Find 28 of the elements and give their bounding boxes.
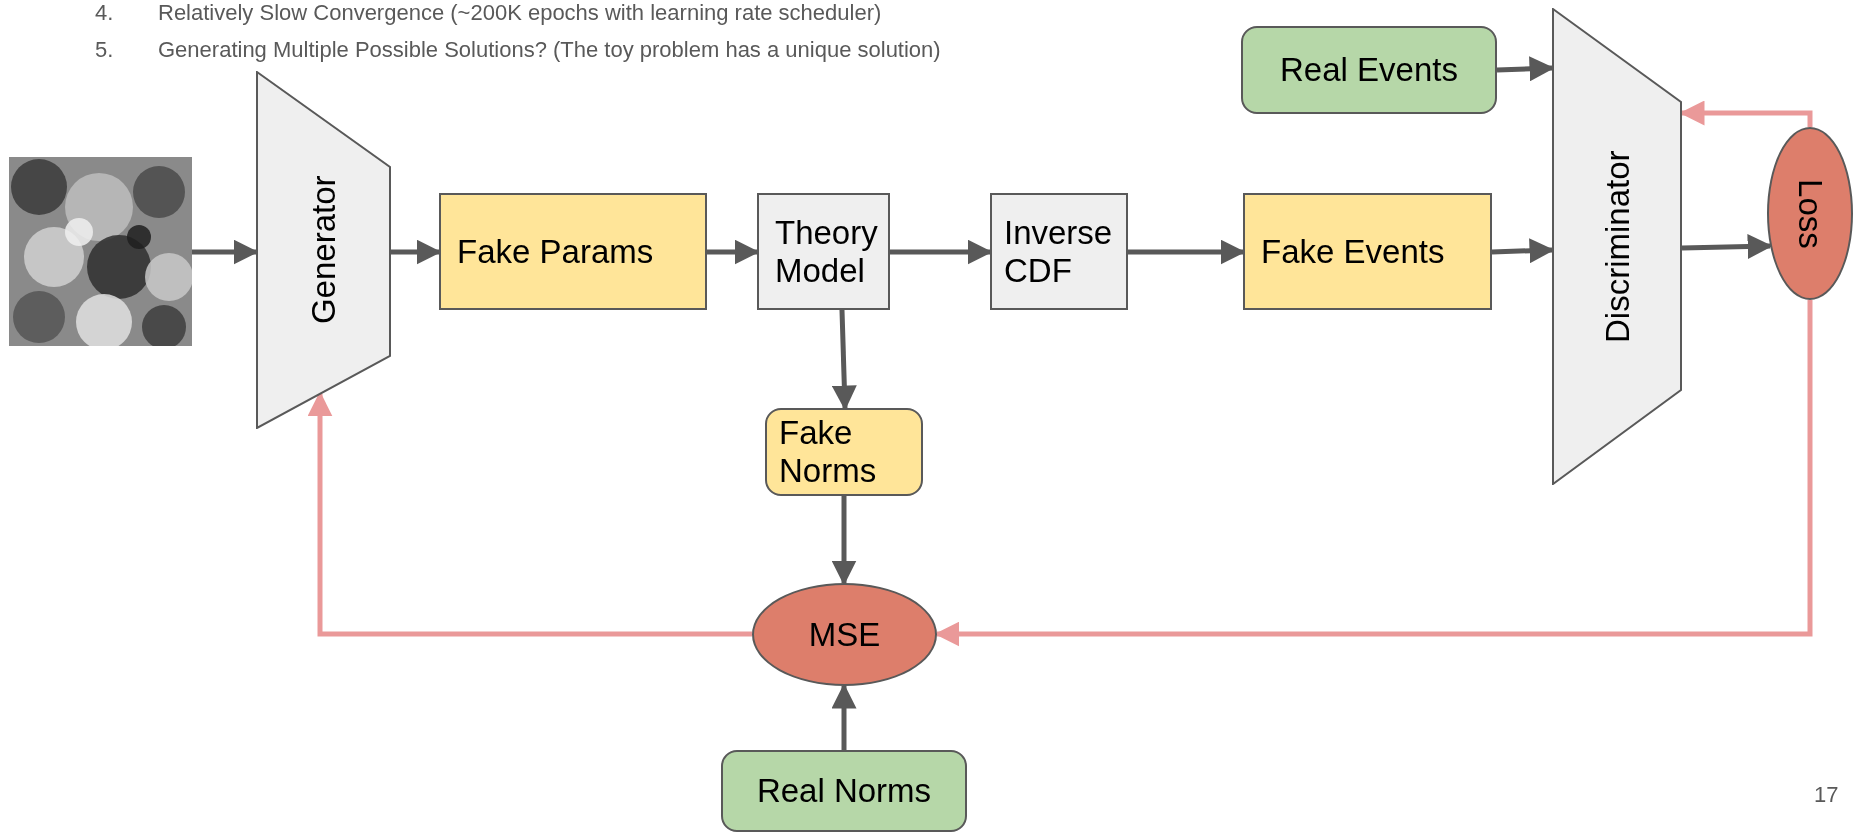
list-number: 4. (95, 0, 115, 26)
list-number: 5. (95, 37, 115, 63)
node-label: Fake Events (1261, 232, 1445, 271)
node-label: Real Events (1280, 51, 1458, 89)
note-text: Generating Multiple Possible Solutions? (The toy problem has a unique solution) (158, 37, 941, 63)
node-label: Theory Model (775, 213, 878, 290)
process-box (990, 193, 1128, 310)
page-number: 17 (1814, 781, 1839, 809)
arrow (307, 391, 752, 637)
node-label: Loss (1791, 178, 1829, 249)
node-label: Inverse CDF (1004, 213, 1114, 290)
rounded-box (765, 408, 923, 496)
block-label: Discriminator (1597, 150, 1637, 343)
node-label: Fake Norms (779, 414, 878, 490)
process-box (439, 193, 707, 310)
rounded-box (721, 750, 967, 832)
arrow (831, 683, 857, 750)
process-box (757, 193, 890, 310)
arrow (831, 309, 857, 411)
node-label: Fake Params (457, 232, 654, 271)
note-text: Relatively Slow Convergence (~200K epochs with learning rate scheduler) (158, 0, 882, 26)
rounded-box (1241, 26, 1497, 114)
block-label: Generator (303, 175, 343, 325)
node-label: Real Norms (756, 772, 932, 810)
node-label: MSE (808, 615, 881, 654)
arrow (1681, 234, 1773, 259)
process-box (1243, 193, 1492, 310)
arrow (831, 496, 857, 586)
